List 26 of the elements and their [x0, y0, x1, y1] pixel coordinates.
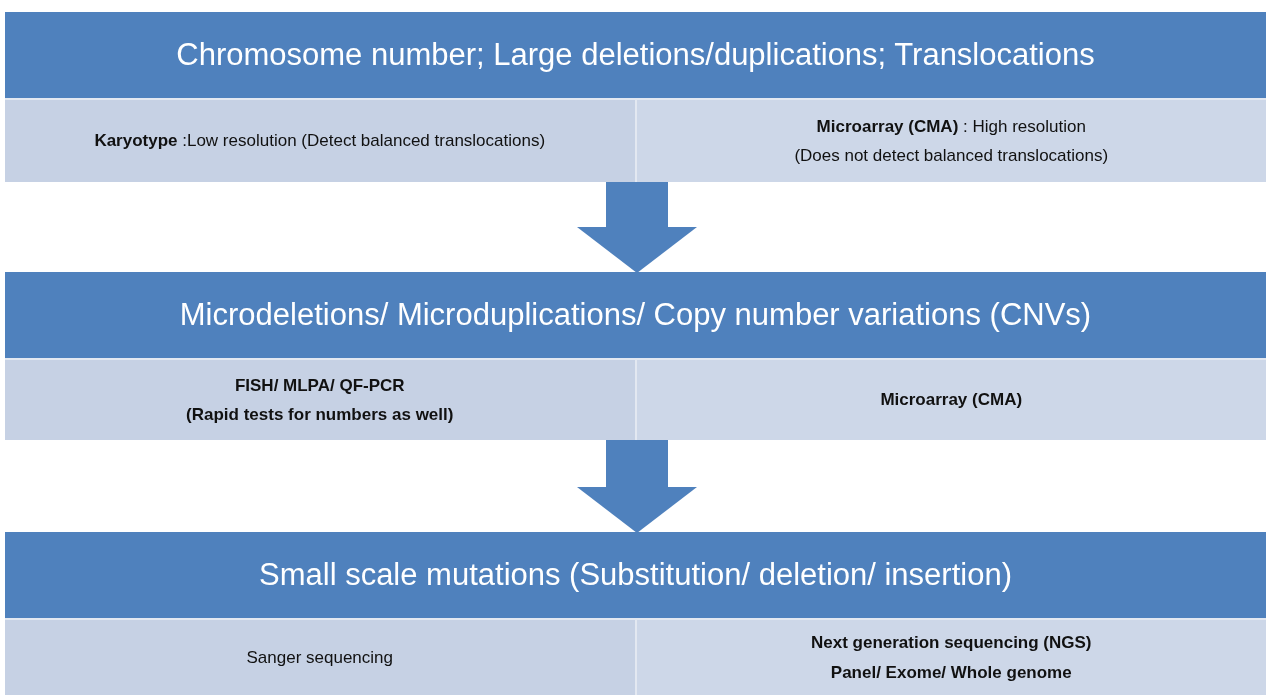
method-text: (Rapid tests for numbers as well): [186, 404, 454, 426]
header-text: Chromosome number; Large deletions/duplications; Translocations: [176, 35, 1095, 74]
section-band: [5, 272, 1266, 440]
method-text: (Does not detect balanced translocations): [794, 145, 1109, 167]
method-cell: [636, 100, 1266, 182]
block-arrow: [577, 440, 697, 533]
method-text: Karyotype :Low resolution (Detect balanced translocations): [94, 130, 546, 153]
header-text: Microdeletions/ Microduplications/ Copy number variations (CNVs): [179, 295, 1092, 334]
method-cell: [5, 360, 637, 440]
section-band: [5, 12, 1266, 182]
method-cell: [5, 620, 637, 695]
method-text: Microarray (CMA): [880, 389, 1023, 412]
method-text: Microarray (CMA) : High resolution: [816, 115, 1086, 138]
header-text: Small scale mutations (Substitution/ deletion/ insertion): [259, 555, 1012, 594]
section-band: [5, 532, 1266, 695]
category-header: [5, 532, 1266, 618]
category-header: [5, 12, 1266, 98]
method-text: Sanger sequencing: [246, 646, 393, 669]
method-cell: [636, 620, 1266, 695]
category-header: [5, 272, 1266, 358]
method-text: Next generation sequencing (NGS): [810, 632, 1092, 654]
method-cell: [636, 360, 1266, 440]
method-cell: [5, 100, 637, 182]
method-text: FISH/ MLPA/ QF-PCR: [234, 374, 405, 397]
block-arrow: [577, 182, 697, 273]
method-text: Panel/ Exome/ Whole genome: [830, 661, 1072, 684]
